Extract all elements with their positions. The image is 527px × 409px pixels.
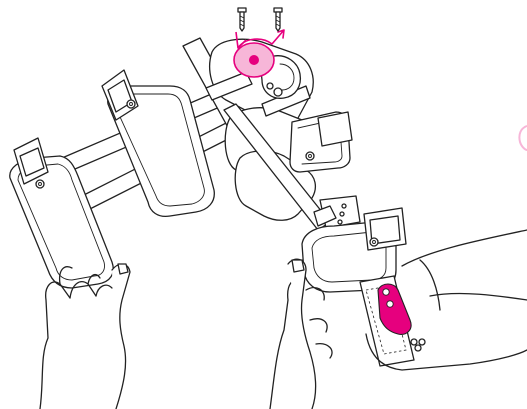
lower-strut (223, 103, 361, 231)
lower-bar (359, 275, 426, 367)
screw-right-icon (273, 7, 283, 32)
knee-hinge-assembly (205, 38, 353, 221)
release-tab-icon (377, 283, 412, 335)
left-hand-icon (39, 263, 131, 409)
hinge-screw-highlight (233, 29, 285, 78)
loose-screws (237, 7, 283, 32)
screw-left-icon (237, 7, 247, 32)
thigh-pad-left (9, 137, 114, 289)
shin-pad (301, 207, 407, 293)
leg-outline (365, 229, 527, 371)
thigh-pad-middle (101, 69, 215, 218)
right-hand-icon (269, 258, 333, 409)
partial-marker-icon (518, 125, 527, 151)
hinge-screw-icon (249, 55, 259, 65)
